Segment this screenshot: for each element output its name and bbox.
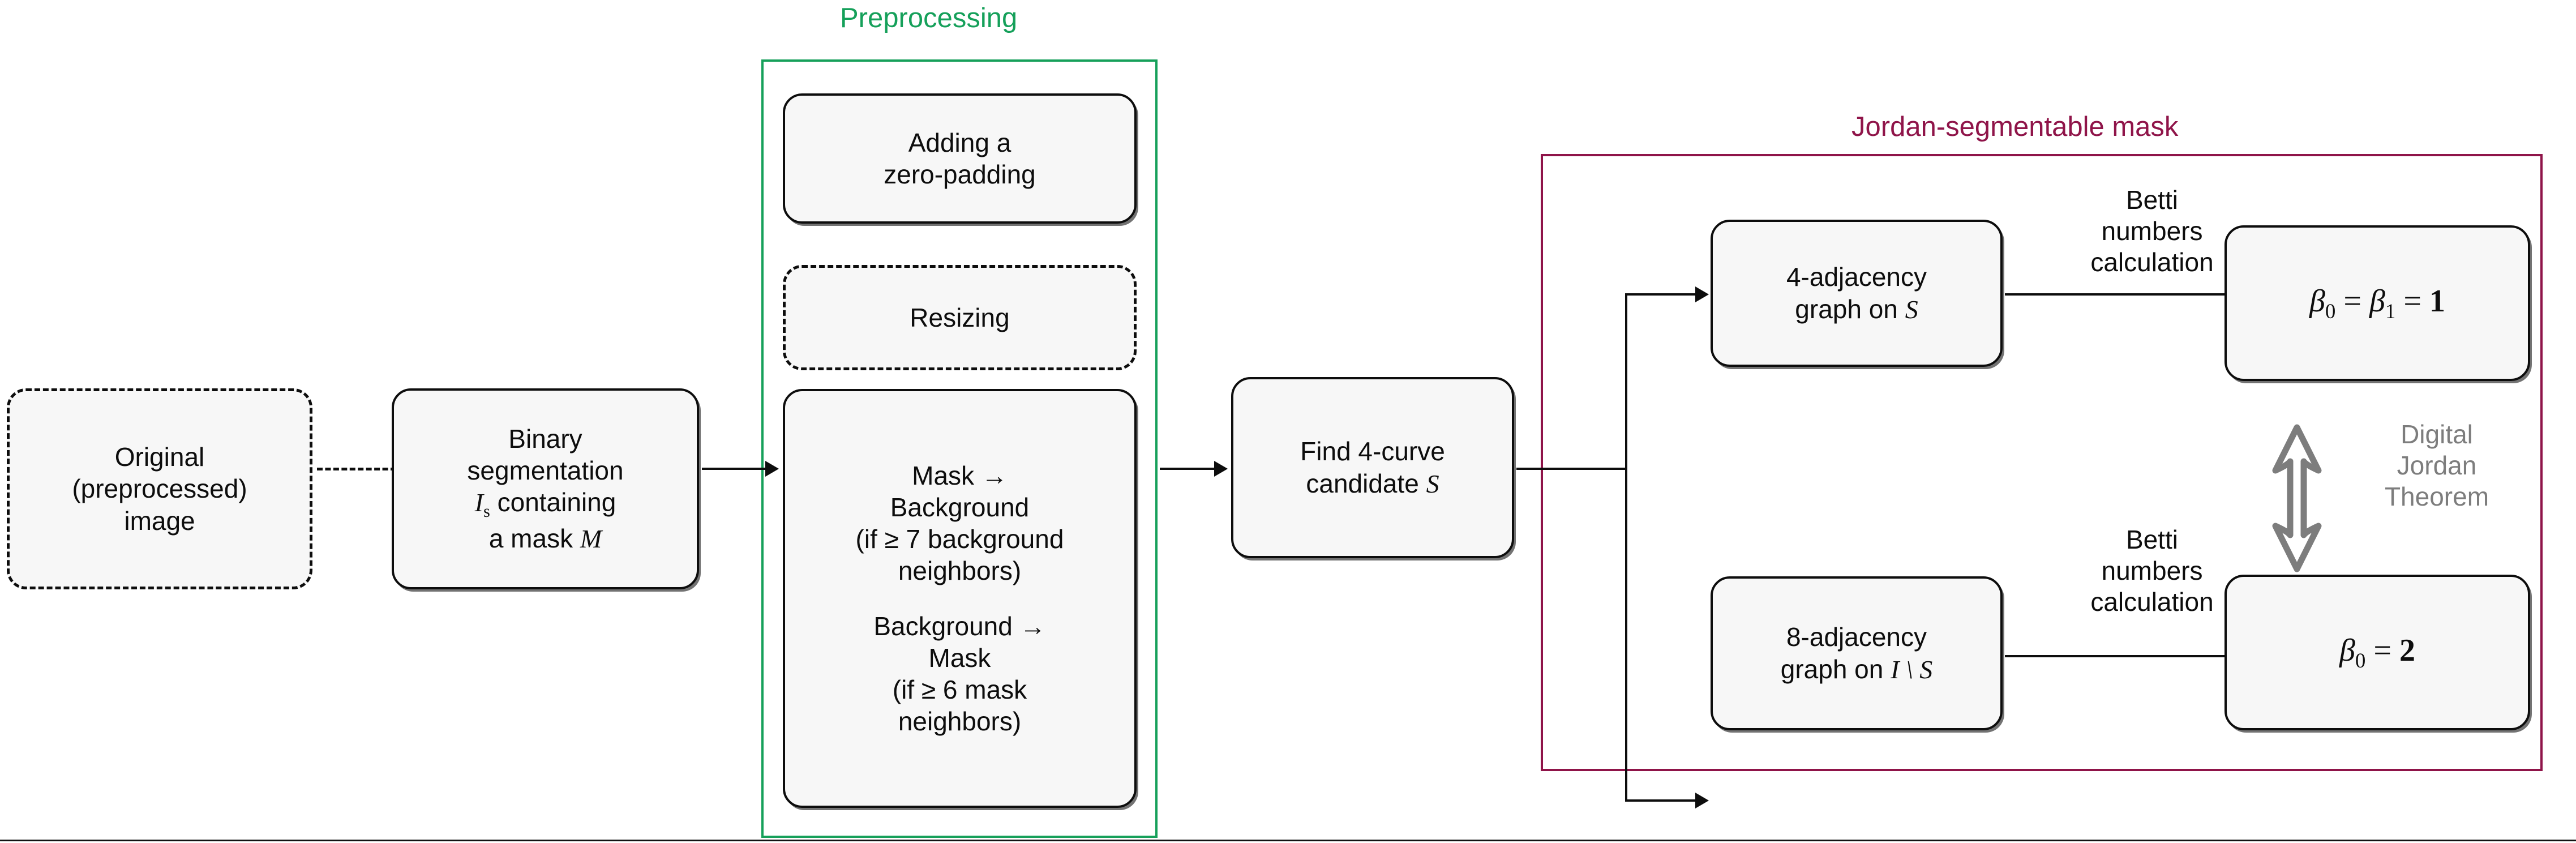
node-zero-padding-line1: Adding a [908, 127, 1011, 157]
edge-adj8-to-betti-bottom [2005, 655, 2294, 657]
node-8-adjacency-graph[interactable]: 8-adjacency graph on I \ S [1711, 576, 2003, 730]
find-curve-line1: Find 4-curve [1300, 437, 1445, 467]
node-resizing[interactable]: Resizing [783, 265, 1137, 370]
node-zero-padding[interactable]: Adding a zero-padding [783, 93, 1137, 224]
annotation-digital-jordan-theorem: Digital Jordan Theorem [2384, 420, 2489, 512]
node-find-4-curve-candidate-text: Find 4-curve candidate S [1292, 435, 1453, 499]
node-8-adjacency-graph-text: 8-adjacency graph on I \ S [1773, 621, 1941, 685]
page-divider-rule [0, 840, 2576, 841]
node-4-adjacency-graph-text: 4-adjacency graph on S [1778, 261, 1935, 325]
mask-bg-spacer [856, 587, 1064, 610]
arrowhead-branch-to-adj8 [1695, 793, 1709, 808]
edge-label-betti-top: Betti numbers calculation [2090, 185, 2214, 277]
node-binary-segmentation-line1: Binary [508, 424, 582, 454]
math-symbol-I: I [474, 488, 483, 517]
adj8-line2-pre: graph on [1780, 654, 1891, 684]
arrowhead-preprocessing-to-find-curve [1214, 461, 1228, 477]
adj4-line2-pre: graph on [1795, 294, 1905, 324]
equals-2: = [2395, 284, 2429, 319]
find-curve-line2-pre: candidate [1306, 468, 1426, 498]
node-betti-result-top-text: β0 = β1 = 1 [2301, 282, 2453, 324]
beta-symbol: β [2339, 633, 2355, 669]
mask-bg-line7: (if ≥ 6 mask [892, 675, 1027, 705]
node-binary-segmentation-line3: Is containing [467, 486, 623, 522]
edge-find-curve-branch-stem [1516, 468, 1627, 470]
node-original-image-text: Original (preprocessed) image [64, 441, 255, 536]
edge-label-betti-bottom: Betti numbers calculation [2090, 525, 2214, 617]
node-resizing-label: Resizing [910, 302, 1010, 332]
node-find-4-curve-candidate[interactable]: Find 4-curve candidate S [1231, 377, 1514, 558]
up-down-double-arrow-icon [2272, 424, 2322, 572]
node-zero-padding-text: Adding a zero-padding [876, 127, 1044, 190]
math-subscript-s: s [483, 502, 490, 521]
adj4-line1: 4-adjacency [1786, 262, 1927, 292]
group-preprocessing [761, 59, 1158, 838]
beta-subscript-0: 0 [2325, 299, 2336, 323]
node-betti-result-top[interactable]: β0 = β1 = 1 [2224, 225, 2530, 381]
equals-1: = [2335, 284, 2369, 319]
beta-symbol: β [2309, 284, 2325, 319]
math-symbol-M: M [580, 524, 602, 553]
node-mask-background-rules[interactable]: Mask → Background (if ≥ 7 background nei… [783, 389, 1137, 808]
edge-original-to-binary [317, 468, 396, 470]
edge-find-curve-branch-riser [1625, 293, 1627, 802]
edge-adj4-to-betti-top [2005, 293, 2294, 296]
node-original-image[interactable]: Original (preprocessed) image [7, 388, 312, 589]
adj8-line2: graph on I \ S [1781, 653, 1933, 686]
mask-bg-line2: Background [890, 492, 1030, 522]
arrowhead-branch-to-adj4 [1695, 286, 1709, 302]
beta-subscript-0: 0 [2355, 649, 2366, 673]
edge-binary-to-preprocessing [702, 468, 771, 470]
node-original-image-line3: image [124, 506, 195, 536]
edge-preprocessing-to-find-curve [1160, 468, 1220, 470]
equals-1: = [2365, 633, 2399, 669]
group-jordan-segmentable-mask [1541, 154, 2543, 771]
node-betti-result-bottom-text: β0 = 2 [2331, 631, 2423, 673]
beta-subscript-1: 1 [2385, 299, 2396, 323]
betti-bottom-value: 2 [2399, 633, 2415, 669]
node-binary-segmentation[interactable]: Binary segmentation Is containing a mask… [392, 388, 699, 589]
mask-bg-line8: neighbors) [898, 707, 1022, 737]
math-symbol-I-minus-S: I \ S [1891, 654, 1933, 684]
node-mask-background-rules-text: Mask → Background (if ≥ 7 background nei… [848, 460, 1072, 738]
node-binary-segmentation-line3-post: containing [490, 487, 616, 517]
adj8-line1: 8-adjacency [1786, 622, 1927, 652]
mask-bg-line4: neighbors) [898, 555, 1022, 585]
mask-bg-line5: Background → [873, 611, 1046, 641]
node-4-adjacency-graph[interactable]: 4-adjacency graph on S [1711, 220, 2003, 367]
adj4-line2: graph on S [1786, 293, 1927, 326]
node-binary-segmentation-line4-pre: a mask [488, 523, 580, 553]
math-symbol-S: S [1905, 294, 1918, 324]
betti-top-value: 1 [2429, 284, 2445, 319]
node-zero-padding-line2: zero-padding [884, 160, 1036, 189]
edge-branch-to-adj8 [1625, 799, 1701, 802]
mask-bg-line6: Mask [928, 643, 991, 673]
group-title-preprocessing: Preprocessing [840, 3, 1018, 33]
edge-branch-to-adj4 [1625, 293, 1701, 296]
mask-bg-line1: Mask → [912, 460, 1008, 490]
math-symbol-S: S [1426, 469, 1439, 498]
beta-symbol-2: β [2369, 284, 2385, 319]
mask-bg-line3: (if ≥ 7 background [855, 524, 1064, 554]
arrowhead-binary-to-preprocessing [765, 461, 779, 477]
node-betti-result-bottom[interactable]: β0 = 2 [2224, 575, 2530, 730]
node-original-image-line1: Original [114, 442, 205, 472]
node-original-image-line2: (preprocessed) [72, 474, 247, 504]
node-binary-segmentation-line4: a mask M [467, 523, 623, 555]
find-curve-line2: candidate S [1300, 468, 1445, 500]
node-binary-segmentation-line2: segmentation [467, 456, 624, 486]
group-title-jordan-segmentable-mask: Jordan-segmentable mask [1851, 112, 2179, 142]
node-binary-segmentation-text: Binary segmentation Is containing a mask… [459, 423, 631, 555]
